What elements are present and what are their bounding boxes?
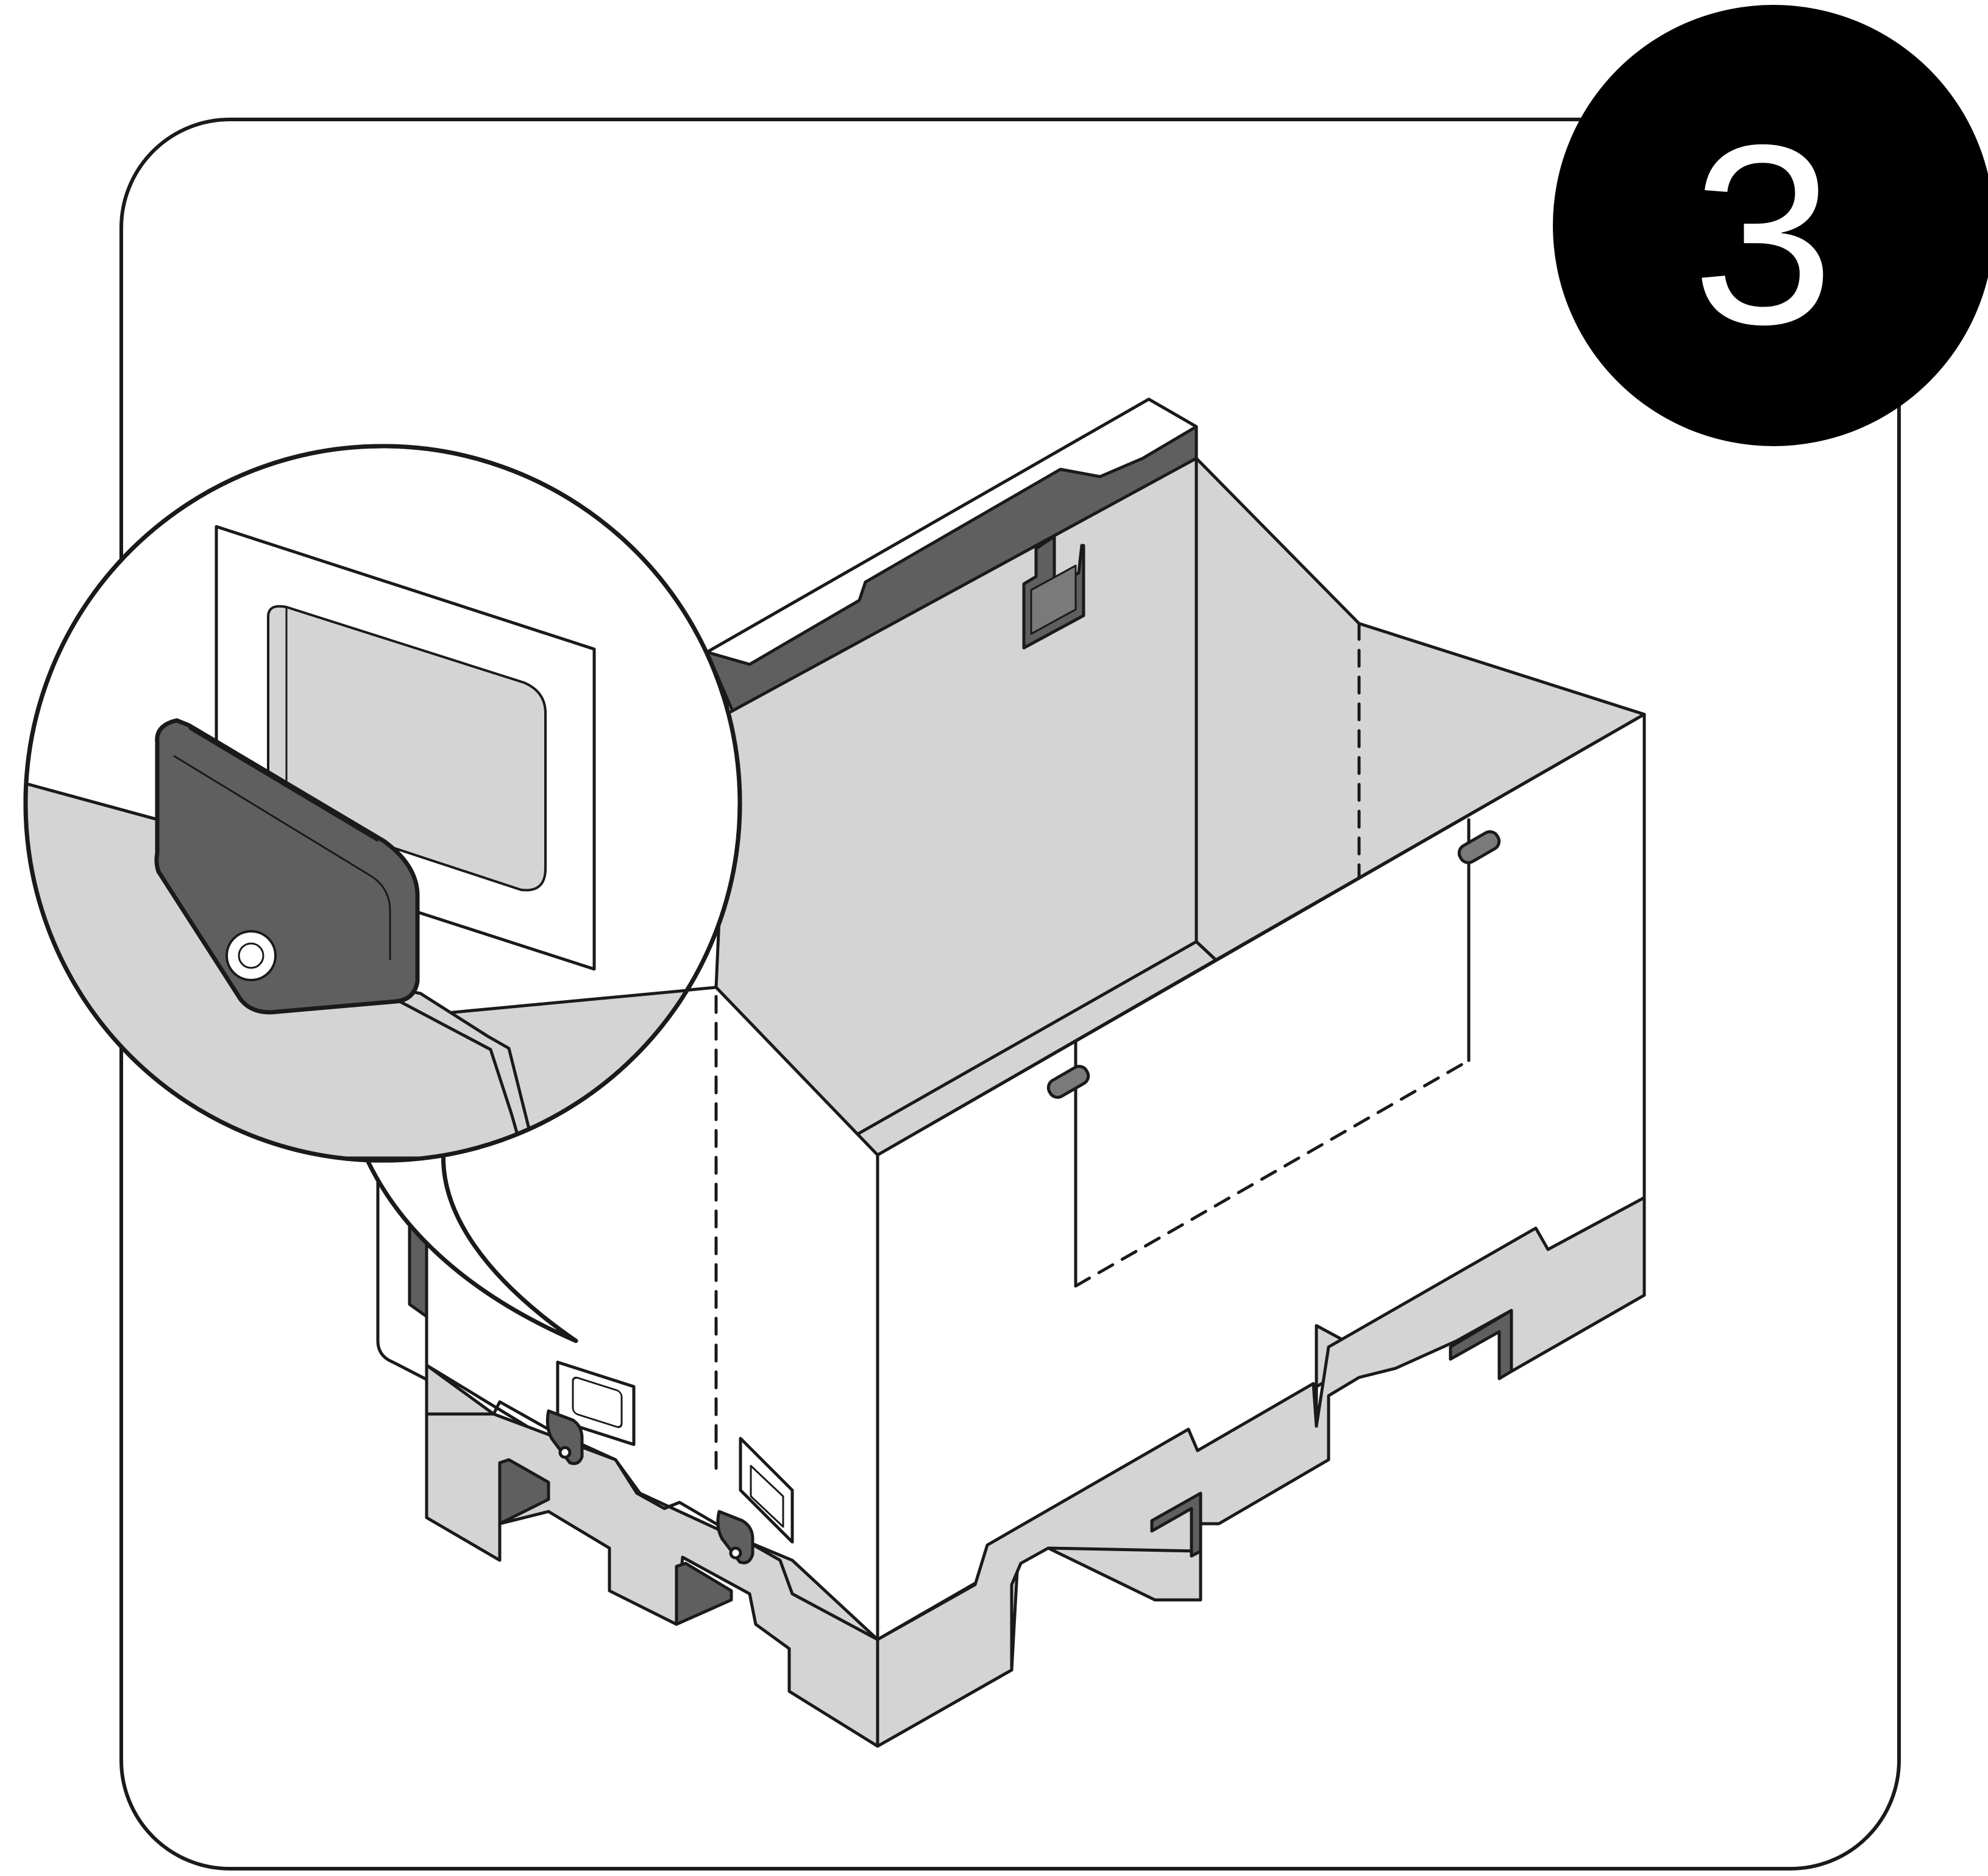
pallet-base-left-profile: [425, 1400, 879, 1641]
latch-clip-icon: [545, 1409, 584, 1465]
pallet-base-left: [425, 1363, 879, 1748]
left-wall-bottom-edge: [376, 1339, 495, 1416]
pallet-runner-notch: [1150, 1491, 1202, 1558]
callout-bubble: [362, 1146, 578, 1343]
pallet-runner-notch: [1449, 1309, 1513, 1380]
door-clip-icon: [1457, 830, 1501, 864]
back-latch-clip-icon: [1022, 535, 1085, 650]
pallet-runner-notch: [675, 1562, 733, 1626]
lens-latch-clip-icon: [154, 718, 420, 1015]
door-panel-fold-line: [1074, 1059, 1471, 1288]
label-plate-icon: [739, 1437, 794, 1544]
back-wall-rim-cap: [705, 397, 1198, 666]
pallet-runner-notch: [498, 1458, 550, 1526]
step-number: 3: [1692, 92, 1834, 378]
pallet-box: [376, 397, 1646, 1748]
callout-lens-ring: [23, 444, 742, 1163]
latch-clip-icon: [716, 1510, 754, 1565]
door-clip-icon: [1046, 1065, 1090, 1099]
step-badge: 3: [1553, 5, 1988, 446]
magnifier-callout: [23, 444, 742, 1343]
